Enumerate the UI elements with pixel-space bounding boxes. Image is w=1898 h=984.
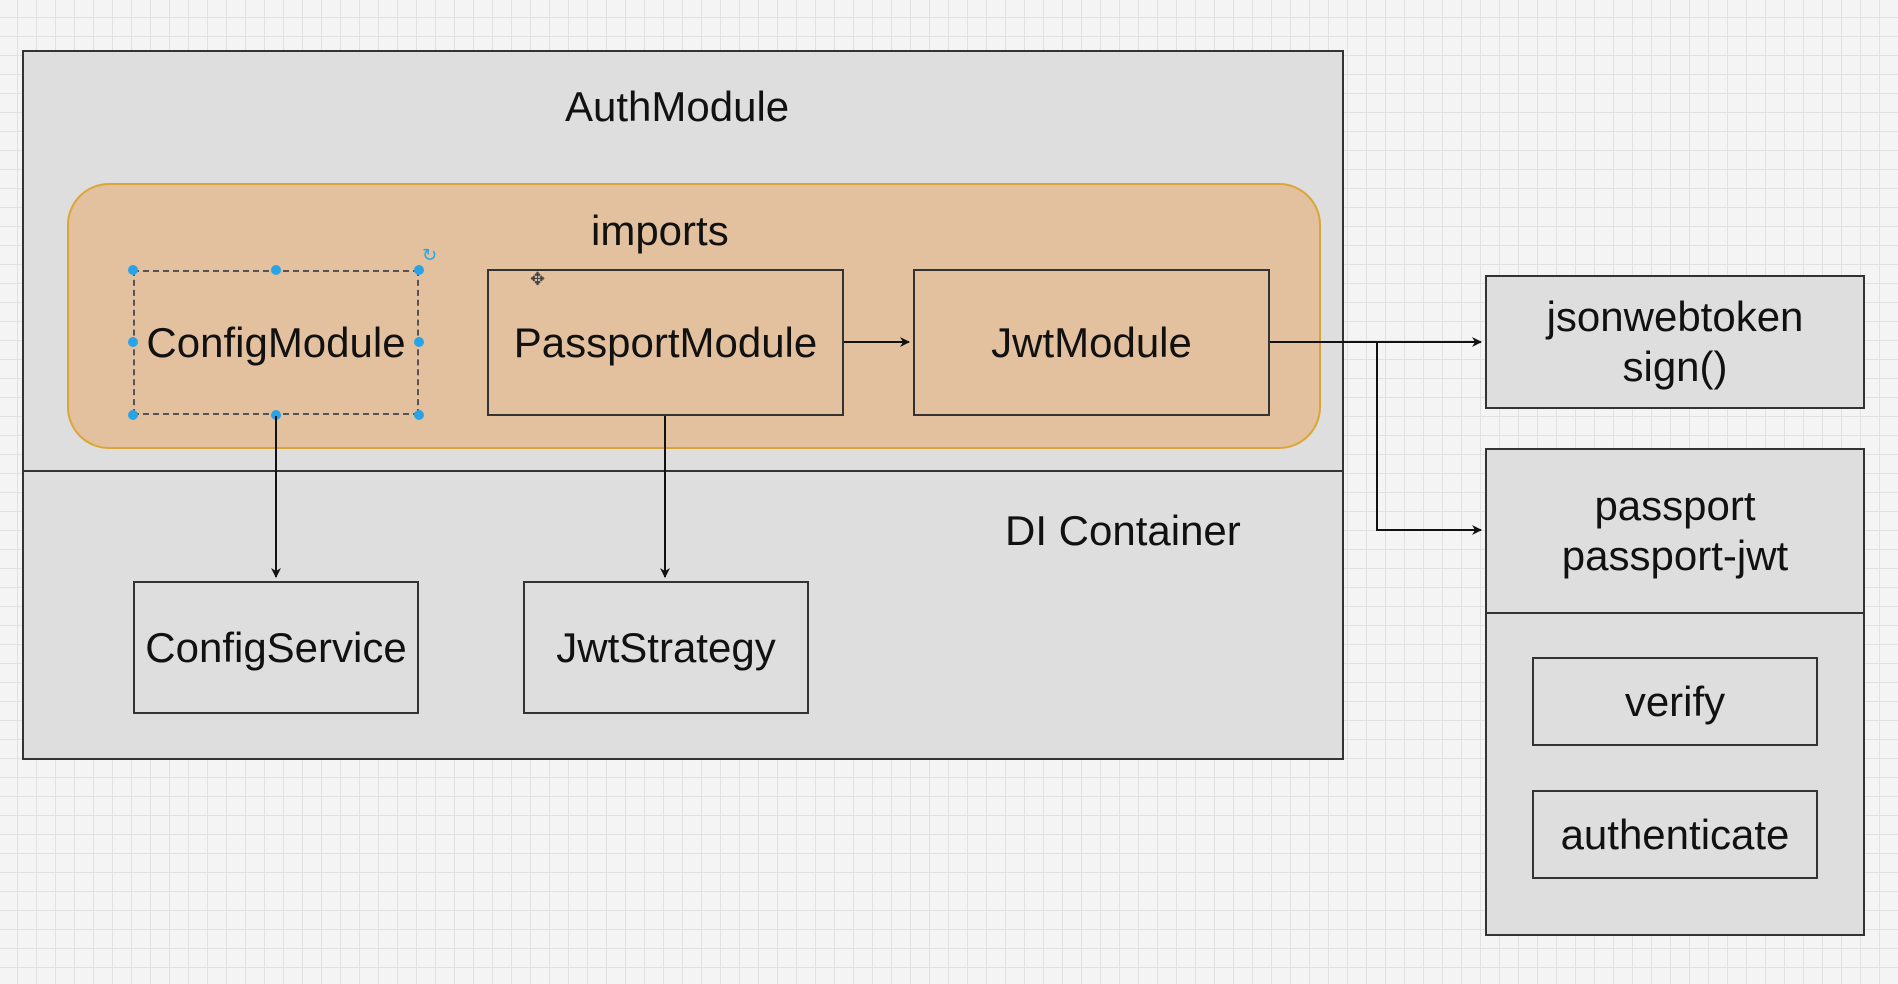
di-container-label: DI Container — [1005, 507, 1241, 554]
container-divider — [22, 470, 1344, 472]
jwt-module-box[interactable]: JwtModule — [913, 269, 1270, 416]
move-cursor-icon: ✥ — [530, 269, 546, 289]
selection-handle-bottom-right[interactable] — [414, 410, 424, 420]
edge-jwtmodule-passport — [1376, 342, 1482, 535]
imports-label: imports — [591, 207, 729, 254]
verify-box[interactable]: verify — [1532, 657, 1818, 746]
passport-jwt-label: passport-jwt — [1561, 532, 1789, 579]
config-service-box[interactable]: ConfigService — [133, 581, 419, 714]
jwt-strategy-label: JwtStrategy — [556, 623, 776, 671]
selection-handle-bottom[interactable] — [271, 410, 281, 420]
selection-handle-bottom-left[interactable] — [128, 410, 138, 420]
verify-label: verify — [1624, 677, 1726, 725]
selection-handle-left[interactable] — [128, 337, 138, 347]
jsonwebtoken-box[interactable]: jsonwebtoken sign() — [1485, 275, 1865, 409]
config-module-box[interactable]: ConfigModule — [133, 270, 419, 415]
config-service-label: ConfigService — [145, 623, 407, 671]
jwt-strategy-box[interactable]: JwtStrategy — [523, 581, 809, 714]
auth-module-title: AuthModule — [565, 83, 790, 130]
selection-handle-top-right[interactable] — [414, 265, 424, 275]
jwt-module-label: JwtModule — [991, 318, 1192, 366]
passport-header: passport passport-jwt — [1485, 450, 1865, 612]
selection-handle-top-left[interactable] — [128, 265, 138, 275]
sign-method-label: sign() — [1622, 343, 1728, 390]
authenticate-label: authenticate — [1560, 810, 1790, 858]
rotate-icon[interactable]: ↻ — [422, 245, 438, 265]
passport-module-label: PassportModule — [513, 318, 818, 366]
passport-label: passport — [1594, 482, 1756, 529]
jsonwebtoken-label: jsonwebtoken — [1546, 293, 1804, 340]
selection-handle-top[interactable] — [271, 265, 281, 275]
selection-handle-right[interactable] — [414, 337, 424, 347]
passport-divider — [1485, 612, 1865, 614]
passport-module-box[interactable]: PassportModule — [487, 269, 844, 416]
config-module-label: ConfigModule — [146, 318, 406, 366]
authenticate-box[interactable]: authenticate — [1532, 790, 1818, 879]
